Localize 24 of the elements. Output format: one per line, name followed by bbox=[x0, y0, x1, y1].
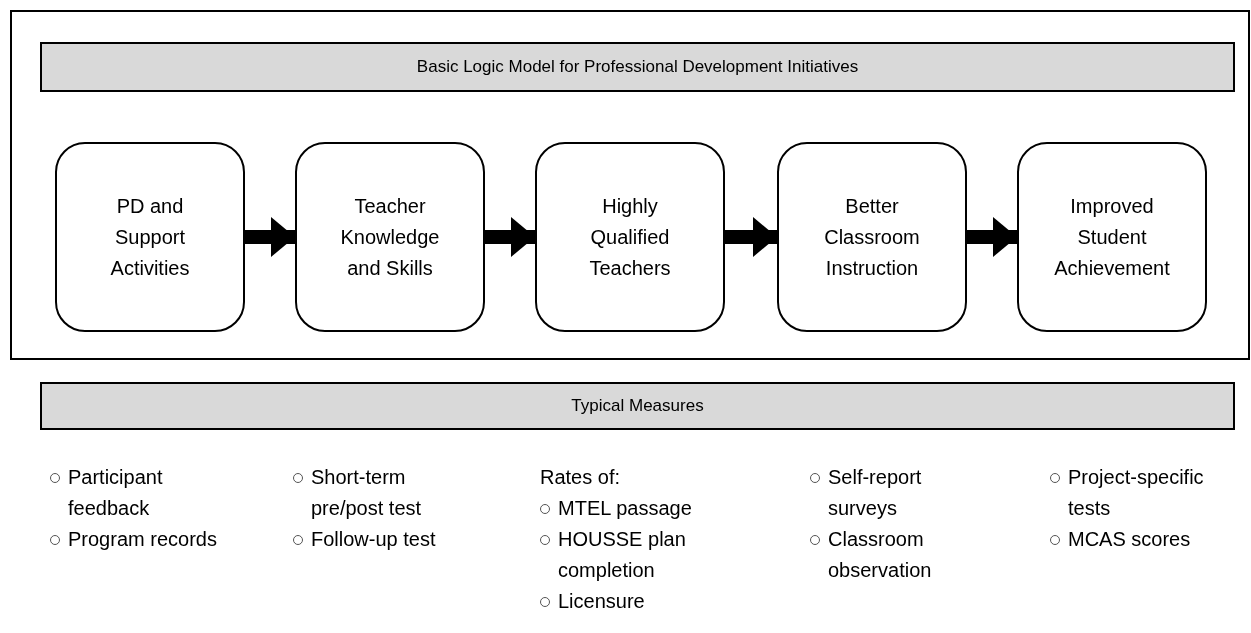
process-box: Better Classroom Instruction bbox=[777, 142, 967, 332]
list-heading: Rates of: bbox=[540, 465, 621, 490]
header-band: Basic Logic Model for Professional Development Initiatives bbox=[40, 42, 1235, 92]
process-box: PD and Support Activities bbox=[55, 142, 245, 332]
list-item: HOUSSE plan completion bbox=[558, 527, 687, 583]
list-item: Classroom observation bbox=[828, 527, 933, 583]
arrow bbox=[245, 217, 295, 257]
process-box: Improved Student Achievement bbox=[1017, 142, 1207, 332]
list-item: Short-term pre/post test bbox=[311, 465, 423, 521]
arrow bbox=[967, 217, 1017, 257]
list-item: Licensure bbox=[558, 589, 645, 614]
arrow bbox=[725, 217, 777, 257]
process-box: Teacher Knowledge and Skills bbox=[295, 142, 485, 332]
list-item: Follow-up test bbox=[311, 527, 436, 552]
list-item: MTEL passage bbox=[558, 496, 692, 521]
list-item: MCAS scores bbox=[1068, 527, 1191, 552]
list-item: Participant feedback bbox=[68, 465, 164, 521]
header-band: Typical Measures bbox=[40, 382, 1235, 430]
list-item: Self-report surveys bbox=[828, 465, 923, 521]
list-item: Project-specific tests bbox=[1068, 465, 1205, 521]
list-item: Program records bbox=[68, 527, 217, 552]
arrow bbox=[485, 217, 535, 257]
process-box: Highly Qualified Teachers bbox=[535, 142, 725, 332]
frame-box bbox=[10, 10, 1250, 360]
